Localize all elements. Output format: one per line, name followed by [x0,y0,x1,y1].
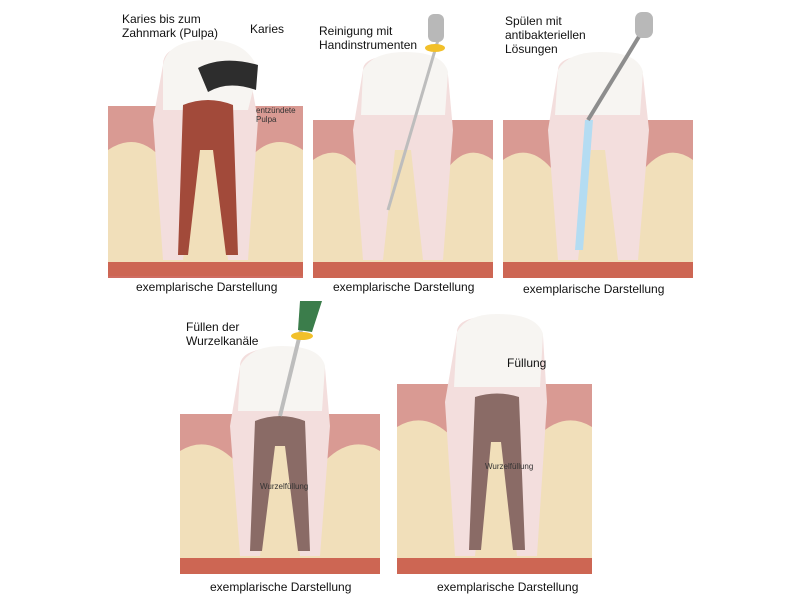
caption-panel-3: exemplarische Darstellung [523,282,665,296]
panel-caries: Karies bis zum Zahnmark (Pulpa) Karies e… [108,10,303,300]
panel-root-canal-filling: Füllen der Wurzelkanäle Wurzelfüllung ex… [180,296,380,596]
tooth-illustration-caries [108,40,303,278]
tooth-illustration-final [397,314,592,574]
panel-cleaning: Reinigung mit Handinstrumenten exemplari… [313,10,493,300]
label-rinsing: Spülen mit antibakteriellen Lösungen [505,14,586,56]
caption-panel-5: exemplarische Darstellung [437,580,579,594]
panel-final-filling: Füllung Wurzelfüllung exemplarische Dars… [397,312,592,598]
label-caries: Karies [250,22,285,36]
tooth-illustration-cleaning [313,14,493,278]
label-filling: Füllung [507,356,547,370]
label-caries-to-pulp: Karies bis zum Zahnmark (Pulpa) [122,12,219,40]
label-root-filling-1: Wurzelfüllung [260,482,309,491]
label-root-canal-filling: Füllen der Wurzelkanäle [186,320,259,348]
caption-panel-4: exemplarische Darstellung [210,580,352,594]
caption-panel-2: exemplarische Darstellung [333,280,475,294]
tooth-illustration-root-filling [180,301,380,574]
panel-rinsing: Spülen mit antibakteriellen Lösungen exe… [503,10,693,300]
label-cleaning: Reinigung mit Handinstrumenten [319,24,418,52]
caption-panel-1: exemplarische Darstellung [136,280,278,294]
label-root-filling-2: Wurzelfüllung [485,462,534,471]
label-inflamed-pulp: entzündete Pulpa [256,106,296,124]
tooth-illustration-rinsing [503,12,693,278]
